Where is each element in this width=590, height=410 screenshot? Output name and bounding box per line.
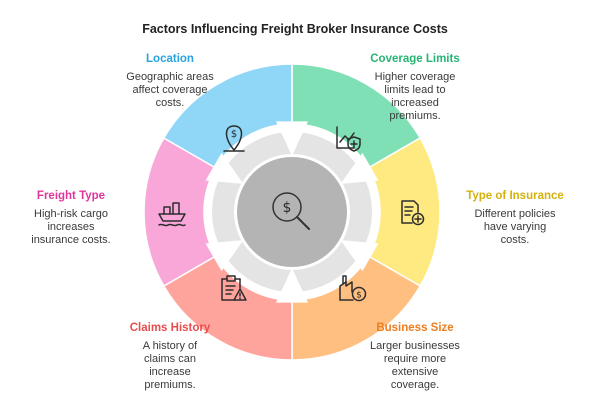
ring-gap-3: [276, 268, 308, 303]
factor-location: Location Geographic areas affect coverag…: [100, 53, 240, 110]
desc-line: affect coverage: [132, 84, 208, 96]
factory-dollar-icon: $: [339, 275, 367, 302]
svg-text:$: $: [283, 200, 292, 216]
ring-gap-5: [205, 152, 244, 184]
segment-location: [162, 63, 293, 170]
chart-shield-icon: [336, 126, 361, 152]
desc-line: increased: [391, 97, 439, 109]
document-plus-icon: [401, 200, 425, 226]
clipboard-warning-icon: [221, 275, 247, 301]
factor-location-description: Geographic areas affect coverage costs.: [100, 71, 240, 110]
factor-freight-type: Freight Type High-risk cargo increases i…: [2, 190, 140, 247]
desc-line: increase: [149, 366, 191, 378]
desc-line: increases: [47, 221, 95, 233]
desc-line: coverage.: [390, 379, 440, 391]
ring-gap-0: [276, 121, 308, 156]
factor-freight-name: Freight Type: [36, 190, 106, 202]
factor-freight-description: High-risk cargo increases insurance cost…: [2, 208, 140, 247]
desc-line: limits lead to: [384, 84, 446, 96]
desc-line: Higher coverage: [374, 71, 456, 83]
desc-line: claims can: [144, 353, 196, 365]
factor-location-name: Location: [146, 53, 194, 65]
factor-type-of-insurance: Type of Insurance Different policies hav…: [445, 190, 585, 247]
desc-line: have varying: [483, 221, 547, 233]
location-pin-dollar-icon: $: [223, 125, 245, 152]
magnifier-dollar-icon: $: [272, 192, 310, 230]
factor-claims-history: Claims History A history of claims can i…: [90, 322, 250, 392]
hub-circle: [237, 157, 347, 267]
factor-claims-name: Claims History: [129, 322, 211, 334]
desc-line: Different policies: [474, 208, 556, 220]
factor-type-name: Type of Insurance: [466, 190, 564, 202]
factor-size-name: Business Size: [376, 322, 454, 334]
factor-coverage-description: Higher coverage limits lead to increased…: [340, 71, 490, 123]
factor-coverage-limits: Coverage Limits Higher coverage limits l…: [340, 53, 490, 123]
desc-line: Geographic areas: [126, 71, 214, 83]
factor-coverage-name: Coverage Limits: [370, 53, 460, 65]
desc-line: insurance costs.: [31, 234, 111, 246]
desc-line: require more: [383, 353, 447, 365]
ring-gap-2: [340, 240, 379, 272]
cargo-ship-icon: [158, 202, 186, 227]
desc-line: extensive: [391, 366, 439, 378]
desc-line: costs.: [155, 97, 185, 109]
svg-text:$: $: [231, 129, 237, 140]
factor-business-size: Business Size Larger businesses require …: [340, 322, 490, 392]
factor-claims-description: A history of claims can increase premium…: [90, 340, 250, 392]
svg-text:$: $: [356, 291, 362, 301]
desc-line: costs.: [500, 234, 530, 246]
desc-line: A history of: [142, 340, 198, 352]
desc-line: High-risk cargo: [34, 208, 108, 220]
ring-gap-4: [205, 240, 244, 272]
ring-gap-1: [340, 152, 379, 184]
desc-line: premiums.: [389, 110, 441, 122]
diagram-title: Factors Influencing Freight Broker Insur…: [142, 22, 448, 36]
desc-line: premiums.: [144, 379, 196, 391]
factor-size-description: Larger businesses require more extensive…: [340, 340, 490, 392]
factor-type-description: Different policies have varying costs.: [445, 208, 585, 247]
desc-line: Larger businesses: [370, 340, 460, 352]
